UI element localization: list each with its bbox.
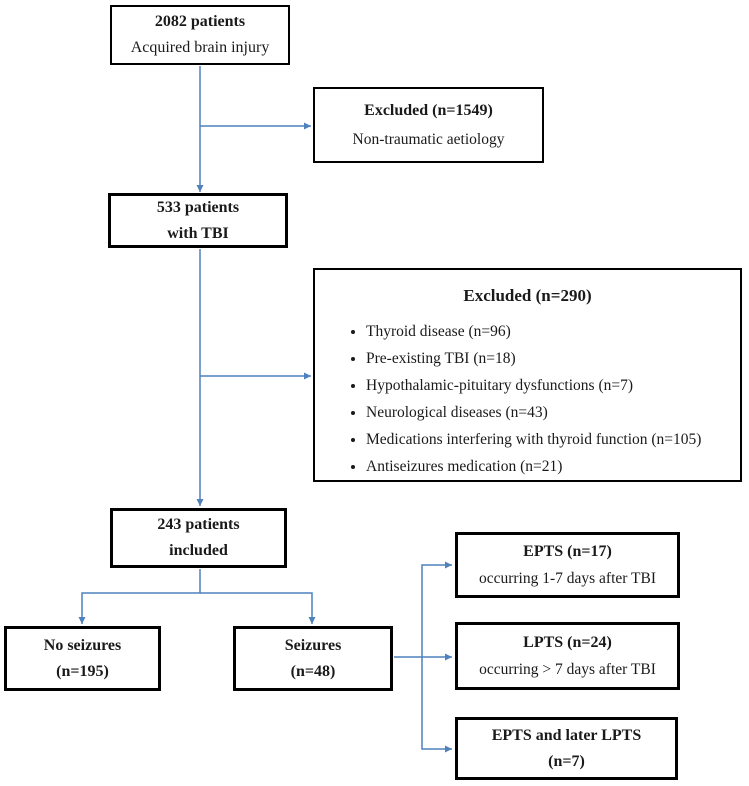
node-acquired-brain-injury: 2082 patients Acquired brain injury — [110, 5, 290, 65]
node-title: EPTS (n=17) — [523, 543, 612, 560]
node-epts: EPTS (n=17) occurring 1-7 days after TBI — [455, 532, 680, 598]
excluded-reason-item: Hypothalamic-pituitary dysfunctions (n=7… — [366, 372, 734, 399]
node-subtitle: (n=48) — [290, 662, 336, 680]
node-no-seizures: No seizures (n=195) — [4, 626, 161, 691]
node-subtitle: Acquired brain injury — [130, 39, 270, 56]
excluded-reason-item: Thyroid disease (n=96) — [366, 318, 734, 345]
node-title: EPTS and later LPTS — [491, 726, 642, 744]
node-title: Excluded (n=1549) — [364, 102, 493, 119]
node-title: No seizures — [43, 636, 122, 654]
node-tbi-patients: 533 patients with TBI — [108, 193, 288, 248]
node-subtitle: (n=7) — [548, 752, 585, 770]
node-title: LPTS (n=24) — [523, 634, 612, 651]
node-subtitle: Non-traumatic aetiology — [352, 131, 505, 148]
node-excluded-non-traumatic: Excluded (n=1549) Non-traumatic aetiolog… — [313, 87, 544, 163]
connector-included-to-no-seizures — [78, 569, 201, 624]
node-title: Excluded (n=290) — [463, 286, 592, 305]
node-lpts: LPTS (n=24) occurring > 7 days after TBI — [455, 622, 680, 690]
excluded-reason-item: Medications interfering with thyroid fun… — [366, 426, 734, 453]
connector-seizures-to-epts-and-lpts — [421, 657, 452, 753]
node-epts-and-later-lpts: EPTS and later LPTS (n=7) — [455, 717, 678, 780]
excluded-reasons-list: Thyroid disease (n=96)Pre-existing TBI (… — [321, 318, 734, 480]
node-excluded-reasons: Excluded (n=290) Thyroid disease (n=96)P… — [313, 268, 742, 482]
node-subtitle: included — [169, 542, 228, 559]
node-title: Seizures — [284, 636, 342, 654]
excluded-reason-item: Neurological diseases (n=43) — [366, 399, 734, 426]
node-title: 533 patients — [156, 198, 240, 216]
node-subtitle: occurring > 7 days after TBI — [479, 661, 656, 678]
node-subtitle: (n=195) — [56, 662, 109, 680]
node-title: 2082 patients — [154, 13, 246, 30]
excluded-reason-item: Pre-existing TBI (n=18) — [366, 345, 734, 372]
node-seizures: Seizures (n=48) — [233, 626, 393, 691]
connector-included-to-seizures — [200, 592, 316, 624]
connector-seizures-to-epts — [421, 561, 452, 657]
excluded-reason-item: Antiseizures medication (n=21) — [366, 453, 734, 480]
node-title: 243 patients — [157, 516, 240, 533]
node-included-patients: 243 patients included — [110, 508, 287, 568]
node-subtitle: with TBI — [167, 224, 229, 242]
node-subtitle: occurring 1-7 days after TBI — [478, 570, 657, 587]
